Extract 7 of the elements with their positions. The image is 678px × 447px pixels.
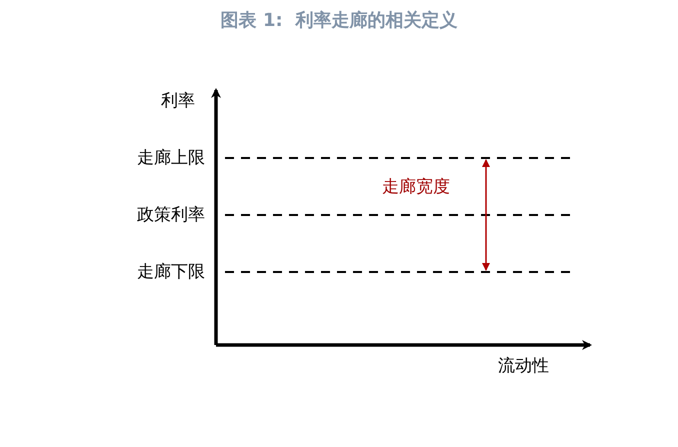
level-label: 走廊下限: [137, 262, 205, 282]
axis-label: 流动性: [498, 356, 549, 376]
level-label: 走廊上限: [137, 148, 205, 168]
level-label: 政策利率: [137, 205, 205, 225]
chart-title: 图表 1: 利率走廊的相关定义: [220, 10, 458, 31]
axis-label: 利率: [161, 91, 195, 111]
dimension-label: 走廊宽度: [382, 177, 450, 197]
